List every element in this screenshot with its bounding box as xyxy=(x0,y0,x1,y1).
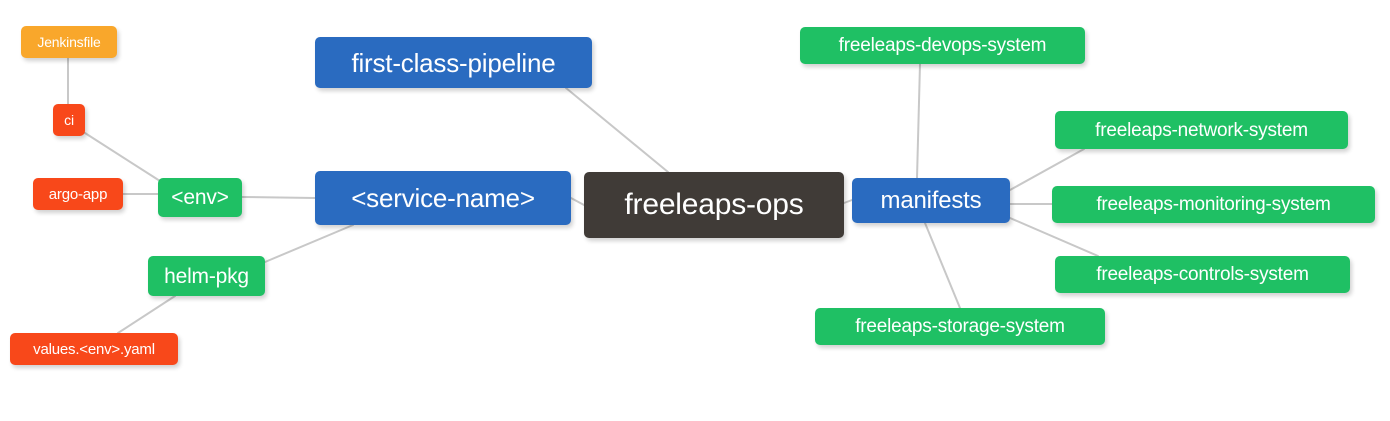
mindmap-node-manifests[interactable]: manifests xyxy=(852,178,1010,223)
mindmap-node-argo-app[interactable]: argo-app xyxy=(33,178,123,210)
edge-freeleaps-ops-to-service-name xyxy=(570,197,585,206)
edge-freeleaps-ops-to-first-class-pipeline xyxy=(565,87,669,173)
mindmap-node-values-env-yaml[interactable]: values.<env>.yaml xyxy=(10,333,178,365)
mindmap-node-jenkinsfile[interactable]: Jenkinsfile xyxy=(21,26,117,58)
mindmap-node-service-name[interactable]: <service-name> xyxy=(315,171,571,225)
mindmap-node-env[interactable]: <env> xyxy=(158,178,242,217)
mindmap-node-ci[interactable]: ci xyxy=(53,104,85,136)
edge-manifests-to-freeleaps-network-system xyxy=(1009,148,1085,191)
edge-manifests-to-freeleaps-storage-system xyxy=(924,222,961,309)
mindmap-node-freeleaps-controls-system[interactable]: freeleaps-controls-system xyxy=(1055,256,1350,293)
edge-helm-pkg-to-values-env-yaml xyxy=(117,295,176,334)
mindmap-node-freeleaps-devops-system[interactable]: freeleaps-devops-system xyxy=(800,27,1085,64)
edge-manifests-to-freeleaps-devops-system xyxy=(916,63,921,179)
edge-freeleaps-ops-to-manifests xyxy=(843,199,853,204)
edge-service-name-to-helm-pkg xyxy=(264,224,354,263)
edge-service-name-to-env xyxy=(241,196,316,199)
edge-env-to-ci xyxy=(84,132,161,182)
mindmap-node-freeleaps-storage-system[interactable]: freeleaps-storage-system xyxy=(815,308,1105,345)
edge-manifests-to-freeleaps-controls-system xyxy=(1009,217,1099,257)
mindmap-node-freeleaps-network-system[interactable]: freeleaps-network-system xyxy=(1055,111,1348,149)
mindmap-node-helm-pkg[interactable]: helm-pkg xyxy=(148,256,265,296)
mindmap-node-first-class-pipeline[interactable]: first-class-pipeline xyxy=(315,37,592,88)
mindmap-node-freeleaps-ops[interactable]: freeleaps-ops xyxy=(584,172,844,238)
mindmap-node-freeleaps-monitoring-system[interactable]: freeleaps-monitoring-system xyxy=(1052,186,1375,223)
